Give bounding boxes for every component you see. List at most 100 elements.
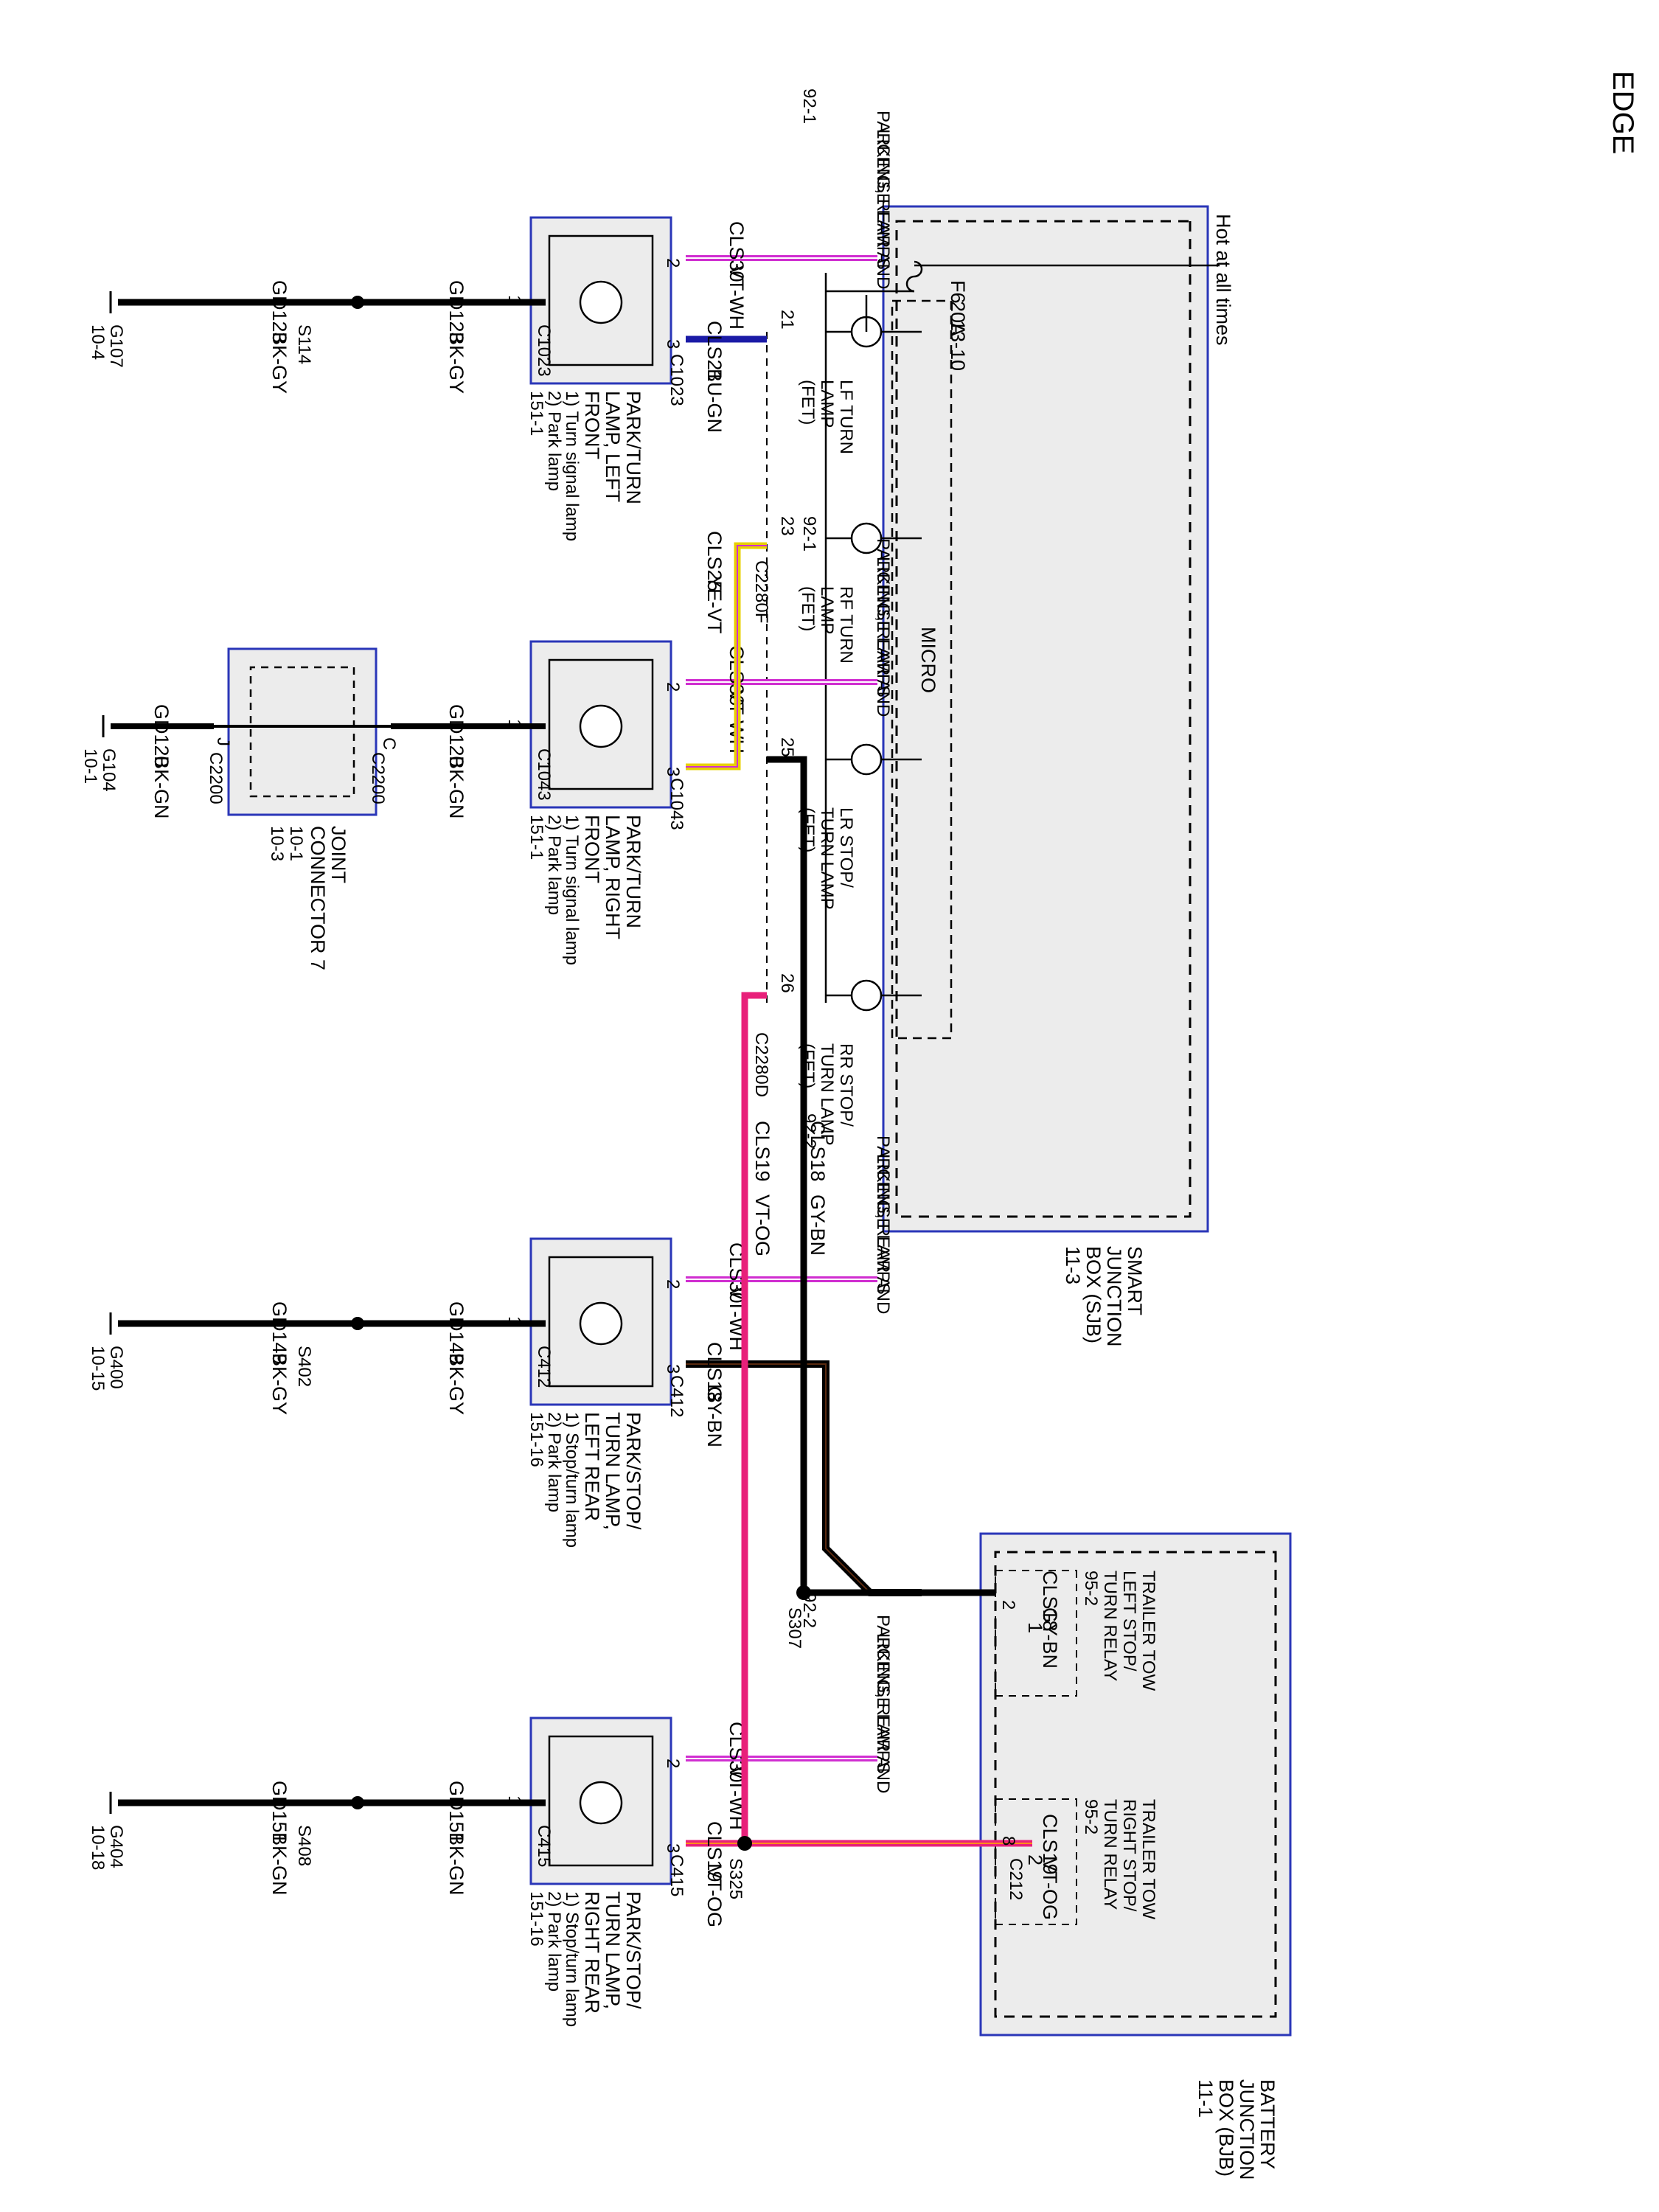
bulb-icon — [579, 1781, 623, 1825]
fet-icon — [850, 743, 883, 776]
rf-pin-3: 3 — [663, 767, 683, 776]
rr-gnd-circuit-b: GD151 — [268, 1781, 291, 1844]
lr-name-3: LEFT REAR — [581, 1412, 603, 1521]
lf-name-1: PARK/TURN — [622, 391, 644, 504]
c212-pin-2: 2 — [998, 1600, 1018, 1610]
bjb-title-3: BOX (BJB) — [1215, 2079, 1237, 2177]
lf-note-1: 1) Turn signal lamp — [562, 391, 582, 541]
rf-pin2-dref: 92-1 — [799, 516, 819, 552]
fuse-name: F6 — [947, 280, 969, 304]
sjb-cls19-circuit: CLS19 — [751, 1121, 773, 1182]
lamp-left-rear: PARK/STOP/ TURN LAMP, LEFT REAR 1) Stop/… — [88, 1113, 922, 1596]
rf-gnd-circuit-b: GD120 — [150, 704, 173, 768]
sjb-title-1: SMART — [1124, 1246, 1146, 1315]
lr-gnd-ref: 10-15 — [88, 1346, 108, 1391]
rr-note-1: 1) Stop/turn lamp — [562, 1891, 582, 2027]
lr-pin2-dest-1: PARKING, REAR AND — [873, 1135, 893, 1314]
joint-connector-a: C2200 — [368, 752, 388, 804]
splice-s402 — [351, 1317, 364, 1330]
sjb-title-3: BOX (SJB) — [1082, 1246, 1105, 1343]
rr-pin3-color: VT-OG — [703, 1865, 726, 1927]
bjb-title-1: BATTERY — [1256, 2079, 1279, 2169]
lf-ref: 151-1 — [526, 391, 546, 436]
fet-rf-label-2: LAMP — [817, 586, 837, 634]
relay-left-label-1: TRAILER TOW — [1138, 1571, 1158, 1691]
lr-gnd-circuit-b: GD149 — [268, 1301, 291, 1365]
sjb-trunk-wires: S307 CLS18 GY-BN S325 CLS19 VT-OG 2 8 C2… — [726, 756, 1061, 1920]
lf-connector-out: C1023 — [667, 354, 686, 406]
rf-pin-1: 1 — [504, 719, 524, 728]
splice-s408-label: S408 — [294, 1825, 314, 1866]
bjb-ref: 11-1 — [1194, 2079, 1217, 2118]
lr-pin3-circuit: CLS18 — [703, 1342, 726, 1403]
rf-pin2-dest-1: PARKING, REAR AND — [873, 538, 893, 717]
relay-left-ref: 95-2 — [1081, 1571, 1101, 1606]
joint-pin-c: C — [379, 737, 399, 750]
joint-pin-j: J — [213, 737, 233, 746]
rr-connector-gnd: C415 — [534, 1825, 554, 1867]
hot-at-all-times: Hot at all times — [1212, 214, 1234, 346]
lf-gnd-circuit-a: GD123 — [445, 280, 467, 344]
relay-right-ref: 95-2 — [1081, 1799, 1101, 1834]
rr-gnd-ref: 10-18 — [88, 1825, 108, 1870]
rr-pin3-circuit: CLS19 — [703, 1821, 726, 1882]
lf-pin2-dest-1: PARKING, REAR AND — [873, 111, 893, 289]
rf-pin3-circuit: CLS25 — [703, 531, 726, 592]
relay-right: 2 TRAILER TOW RIGHT STOP/ TURN RELAY 95-… — [995, 1798, 1158, 1925]
connector-c2280d: C2280D — [751, 1032, 771, 1097]
lr-gnd-color-a: BK-GY — [445, 1353, 467, 1415]
sjb-title-2: JUNCTION — [1103, 1246, 1125, 1347]
fuse-icon — [905, 260, 923, 293]
lamp-right-front: PARK/TURN LAMP, RIGHT FRONT 1) Turn sign… — [80, 516, 893, 970]
rr-pin-1: 1 — [504, 1795, 524, 1805]
fet-rr-label-1: RR STOP/ — [836, 1043, 856, 1127]
fet-lf-turn: LF TURN LAMP (FET) — [798, 295, 922, 454]
lf-pin-2: 2 — [663, 258, 683, 268]
splice-s408 — [351, 1796, 364, 1809]
relay-left-pin: 1 — [1024, 1622, 1046, 1633]
fet-rr-stop-turn: RR STOP/ TURN LAMP (FET) — [798, 979, 922, 1146]
rf-name-3: FRONT — [581, 815, 603, 883]
fuse-ref: 13-10 — [947, 320, 969, 371]
relay-right-label-1: TRAILER TOW — [1138, 1799, 1158, 1919]
rr-ref: 151-16 — [526, 1891, 546, 1947]
lf-gnd-color-a: BK-GY — [445, 332, 467, 394]
c212-pin-8: 8 — [998, 1836, 1018, 1846]
rr-gnd-color-a: BK-GN — [445, 1832, 467, 1896]
lr-note-2: 2) Park lamp — [544, 1412, 564, 1512]
micro-box — [891, 299, 953, 1040]
rr-name-2: TURN LAMP, — [602, 1891, 624, 2009]
splice-s325-label: S325 — [726, 1858, 745, 1899]
bjb-cls18-circuit: CLS18 — [1039, 1571, 1061, 1632]
lf-pin2-dref: 92-1 — [799, 88, 819, 124]
sjb-ref: 11-3 — [1062, 1246, 1084, 1284]
connector-c2280f: C2280F — [751, 560, 771, 623]
joint-ref-1: 10-1 — [286, 826, 306, 861]
rf-note-1: 1) Turn signal lamp — [562, 815, 582, 965]
sjb-pin-26: 26 — [777, 973, 797, 993]
rf-gnd-ref: 10-1 — [80, 748, 100, 784]
relay-right-label-2: RIGHT STOP/ — [1119, 1799, 1139, 1912]
lf-connector-gnd: C1023 — [534, 324, 554, 377]
sjb-pin-25: 25 — [777, 737, 797, 757]
rf-ref: 151-1 — [526, 815, 546, 860]
rr-pin-2: 2 — [663, 1759, 683, 1768]
splice-s307-label: S307 — [785, 1607, 804, 1649]
joint-ref-2: 10-3 — [267, 826, 287, 861]
c212-label: C212 — [1006, 1858, 1026, 1900]
rr-pin2-dest-1: PARKING, REAR AND — [873, 1615, 893, 1793]
rf-gnd-id: G104 — [99, 748, 119, 792]
sjb-pin-21: 21 — [777, 310, 797, 330]
fet-lr-label-2: TURN LAMP — [817, 807, 837, 910]
joint-name-1: JOINT — [327, 826, 349, 883]
rr-name-3: RIGHT REAR — [581, 1891, 603, 2014]
rf-pin3-color: YE-VT — [703, 575, 726, 634]
lamp-left-front: PARK/TURN LAMP, LEFT FRONT 1) Turn signa… — [88, 88, 893, 541]
fet-lf-label-1: LF TURN — [836, 380, 856, 454]
fet-lf-label-2: LAMP — [817, 380, 837, 428]
lamp-right-rear: PARK/STOP/ TURN LAMP, RIGHT REAR 1) Stop… — [88, 1593, 1032, 2027]
bulb-icon — [579, 280, 623, 324]
rf-pin2-dest-2: LICENSE LAMPS — [873, 557, 893, 698]
lf-gnd-id: G107 — [106, 324, 126, 368]
lr-name-2: TURN LAMP, — [602, 1412, 624, 1530]
